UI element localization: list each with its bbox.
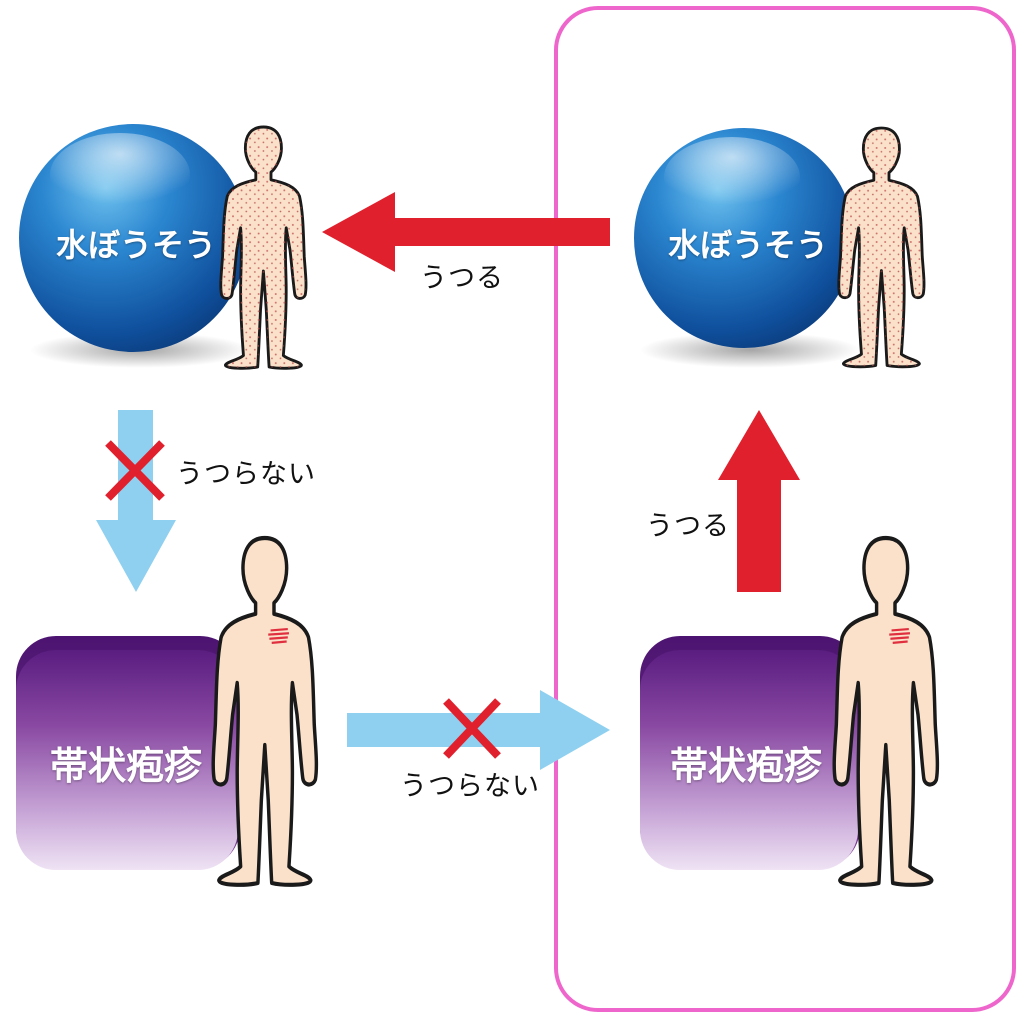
shingles-rash-left [268,627,290,644]
varicella-label-left: 水ぼうそう [56,226,217,264]
shingles-rash-right [889,627,911,644]
arrow-transmit-right [718,410,800,592]
shingles-label-left: 帯状疱疹 [50,744,203,788]
person-with-shingles-right [834,538,937,885]
highlight-frame [554,6,1016,1012]
shingles-node-right [640,538,937,885]
arrow-transmit-top [322,192,610,272]
shingles-node-left [16,538,316,885]
cross-bottom [443,698,501,759]
label-blocked-left: うつらない [176,459,316,490]
varicella-node-left [19,124,308,370]
label-transmit-top: うつる [420,263,504,294]
label-transmit-right: うつる [646,511,730,542]
label-blocked-bottom: うつらない [400,771,540,802]
shingles-label-right: 帯状疱疹 [670,744,823,788]
varicella-label-right: 水ぼうそう [668,226,829,264]
arrow-blocked-left [96,410,176,592]
cross-left [105,440,165,501]
shingles-box-right [640,650,858,870]
varicella-node-right [634,126,926,369]
shingles-box-left [16,650,238,870]
person-with-shingles-left [213,538,316,885]
person-with-rash-right [837,126,926,369]
